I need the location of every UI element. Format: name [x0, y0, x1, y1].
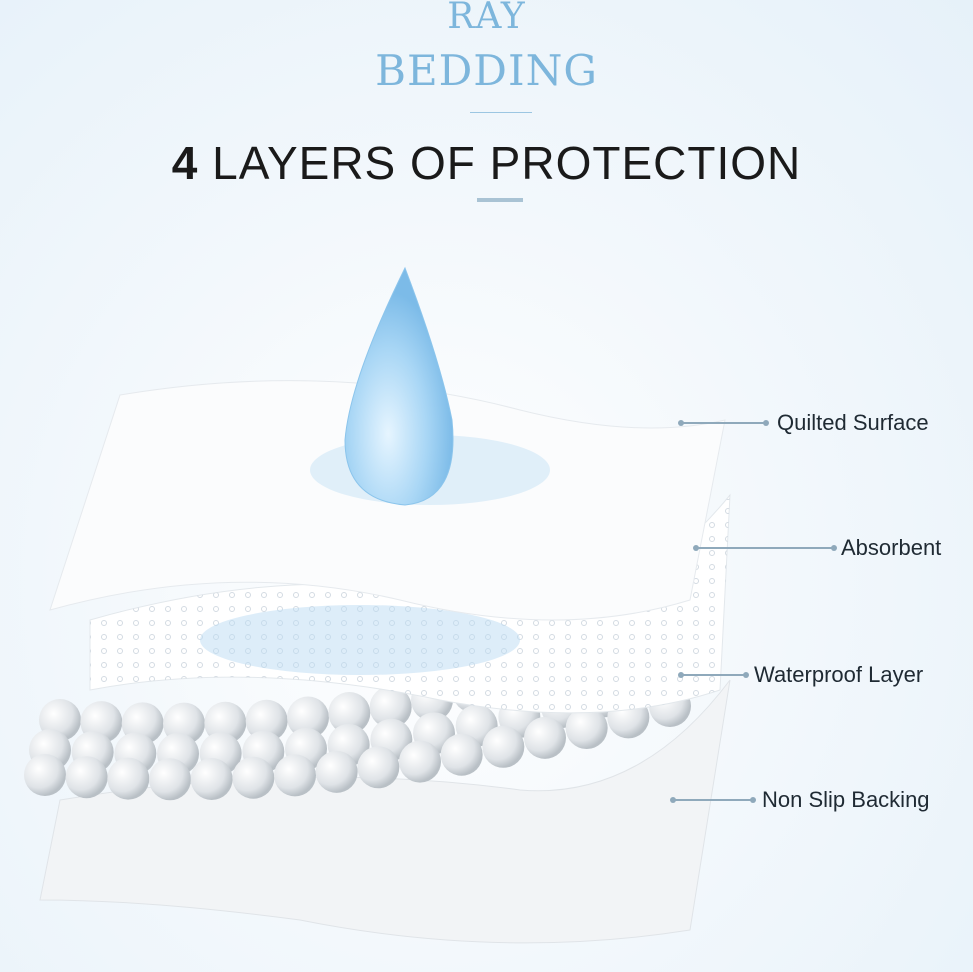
bead [440, 733, 483, 776]
water-droplet [344, 266, 454, 506]
quilted-surface-pointer-line [681, 422, 766, 424]
bead [232, 756, 275, 799]
bead [24, 754, 66, 796]
absorbent-pointer-dot-end [831, 545, 837, 551]
bead [328, 691, 371, 734]
bead [524, 716, 566, 759]
quilted-surface-pointer-dot-end [763, 420, 769, 426]
waterproof-pointer-dot-end [743, 672, 749, 678]
bead [245, 699, 288, 742]
title-divider [477, 198, 523, 202]
brand-logo-line1: RAY [447, 0, 526, 37]
title-number: 4 [171, 137, 199, 189]
label-waterproof-layer: Waterproof Layer [754, 662, 924, 687]
brand-logo-line2: BEDDING [375, 46, 598, 95]
bead [315, 750, 358, 793]
bead [107, 757, 150, 800]
bead [369, 686, 412, 729]
absorbent-layer [89, 493, 731, 714]
bead [565, 707, 608, 750]
bead [149, 758, 191, 801]
logo-divider [470, 112, 532, 113]
page-title: 4 LAYERS OF PROTECTION [0, 136, 973, 190]
bead [482, 725, 525, 768]
label-quilted-surface: Quilted Surface [777, 410, 929, 435]
waterproof-pointer-line [681, 674, 746, 676]
title-text: LAYERS OF PROTECTION [198, 137, 802, 189]
bead [274, 754, 316, 797]
bead [190, 758, 233, 801]
bead [357, 746, 400, 789]
absorbent-pointer-line [696, 547, 834, 549]
bead [287, 696, 329, 739]
label-absorbent: Absorbent [841, 535, 942, 560]
bead [65, 756, 108, 799]
non-slip-pointer-dot-end [750, 797, 756, 803]
label-non-slip-backing: Non Slip Backing [762, 787, 930, 812]
non-slip-pointer-line [673, 799, 753, 801]
bead [399, 740, 441, 783]
